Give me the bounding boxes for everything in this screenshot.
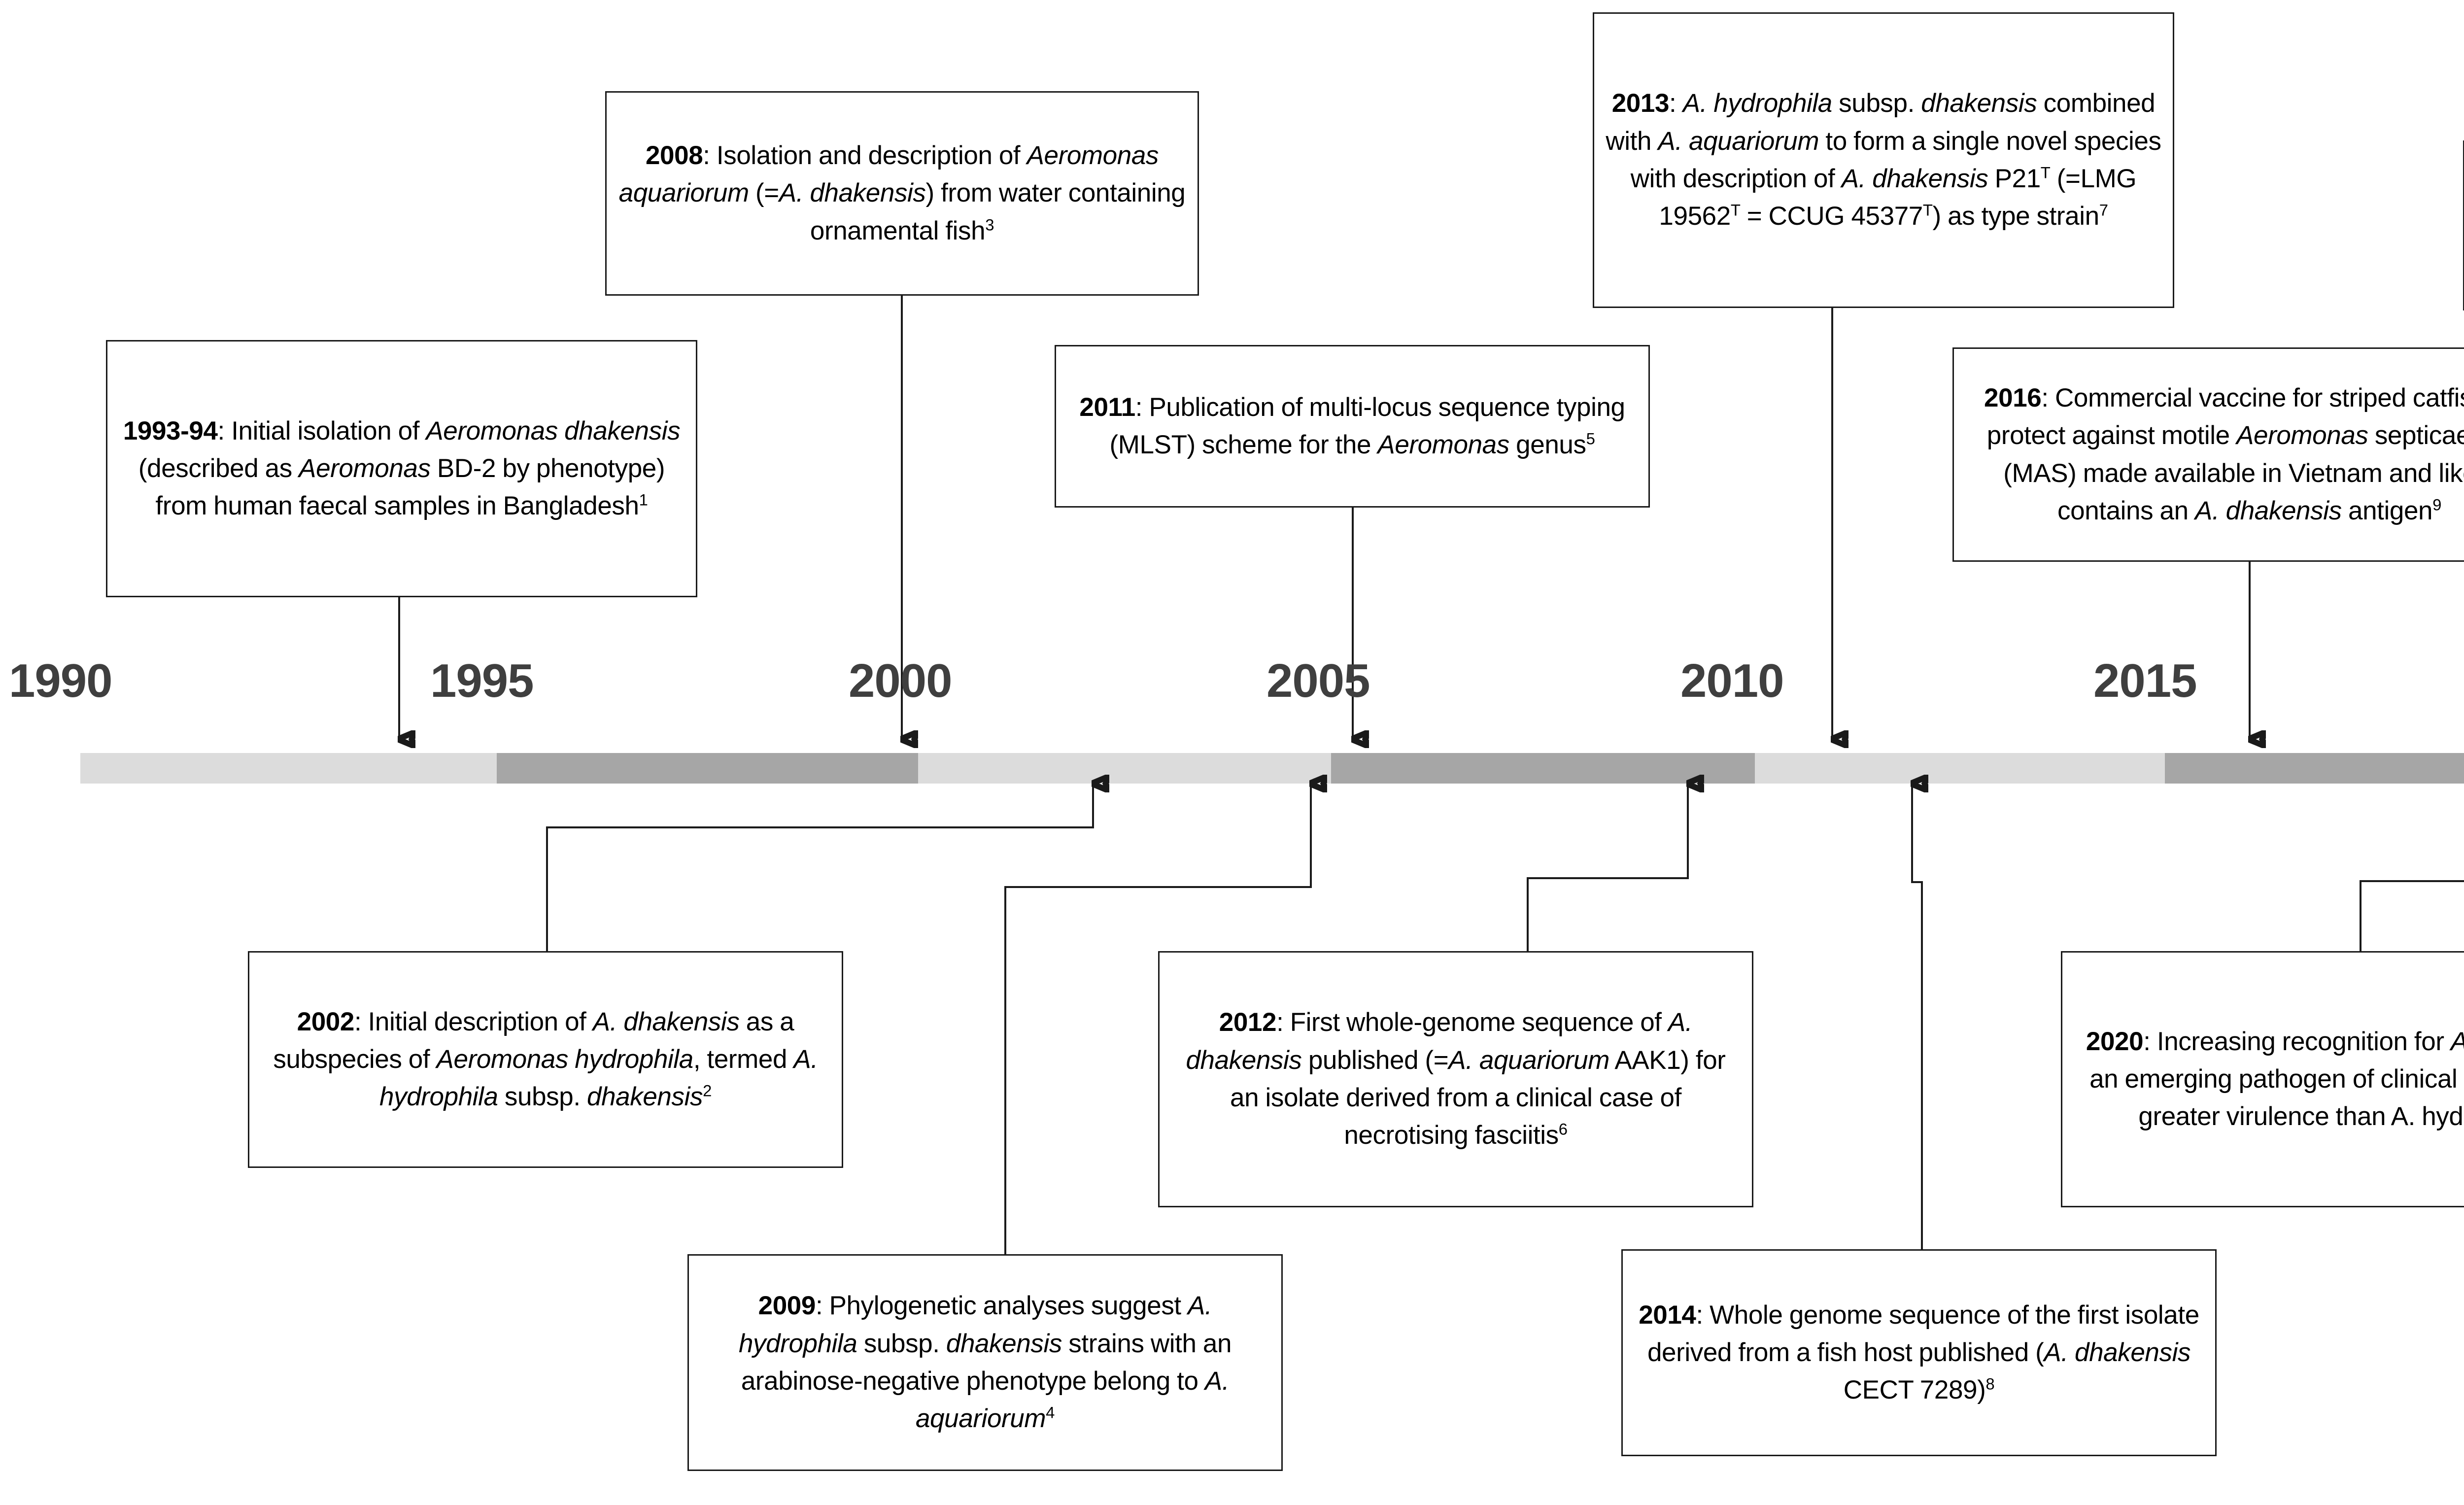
- event-box-2008[interactable]: 2008: Isolation and description of Aerom…: [605, 91, 1199, 296]
- connector-2020: [2360, 880, 2464, 951]
- bar-segment-1990-1995: [80, 753, 497, 784]
- event-box-2016[interactable]: 2016: Commercial vaccine for striped cat…: [1952, 347, 2464, 562]
- event-box-2014[interactable]: 2014: Whole genome sequence of the first…: [1621, 1249, 2217, 1456]
- event-box-2002[interactable]: 2002: Initial description of A. dhakensi…: [248, 951, 843, 1168]
- bar-segment-2000-2005: [918, 753, 1331, 784]
- event-box-1993[interactable]: 1993-94: Initial isolation of Aeromonas …: [106, 340, 697, 597]
- event-text-2011: 2011: Publication of multi-locus sequenc…: [1079, 392, 1625, 459]
- event-text-2016: 2016: Commercial vaccine for striped cat…: [1984, 383, 2464, 525]
- event-text-2012: 2012: First whole-genome sequence of A. …: [1186, 1008, 1726, 1150]
- year-label-2000: 2000: [849, 654, 953, 707]
- event-text-2002: 2002: Initial description of A. dhakensi…: [273, 1007, 818, 1112]
- event-text-1993: 1993-94: Initial isolation of Aeromonas …: [123, 416, 681, 521]
- bar-segment-2005-2010: [1331, 753, 1755, 784]
- event-text-2008: 2008: Isolation and description of Aerom…: [618, 141, 1186, 245]
- event-text-2020: 2020: Increasing recognition for A. dhak…: [2086, 1026, 2464, 1131]
- connector-2012: [1527, 784, 1688, 951]
- year-label-2010: 2010: [1680, 654, 1784, 707]
- year-label-1990: 1990: [9, 654, 113, 707]
- connector-2014: [1912, 784, 1922, 1249]
- event-text-2009: 2009: Phylogenetic analyses suggest A. h…: [738, 1291, 1232, 1434]
- event-text-2014: 2014: Whole genome sequence of the first…: [1639, 1300, 2199, 1405]
- year-label-2005: 2005: [1266, 654, 1370, 707]
- bar-segment-1995-2000: [497, 753, 918, 784]
- year-label-2015: 2015: [2093, 654, 2197, 707]
- bar-segment-2015-2020: [2165, 753, 2464, 784]
- connector-2002: [546, 784, 1093, 951]
- event-text-2013: 2013: A. hydrophila subsp. dhakensis com…: [1606, 89, 2161, 231]
- event-box-2013[interactable]: 2013: A. hydrophila subsp. dhakensis com…: [1593, 12, 2174, 308]
- timeline-bar: [80, 753, 2464, 784]
- bar-segment-2010-2015: [1755, 753, 2165, 784]
- event-box-2009[interactable]: 2009: Phylogenetic analyses suggest A. h…: [687, 1254, 1283, 1471]
- year-label-1995: 1995: [430, 654, 534, 707]
- event-box-2012[interactable]: 2012: First whole-genome sequence of A. …: [1158, 951, 1753, 1207]
- event-box-2020[interactable]: 2020: Increasing recognition for A. dhak…: [2061, 951, 2464, 1207]
- event-box-2011[interactable]: 2011: Publication of multi-locus sequenc…: [1055, 345, 1650, 508]
